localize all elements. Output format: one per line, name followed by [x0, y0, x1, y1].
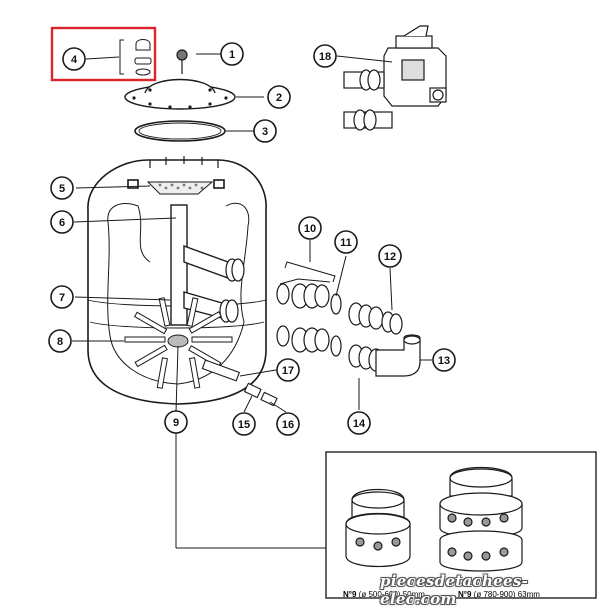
callout-label-2: 2	[276, 92, 282, 104]
callout-circle-16	[276, 412, 300, 436]
callout-circle-12	[378, 244, 402, 268]
callout-label-11: 11	[340, 237, 352, 249]
callout-circle-8	[48, 329, 72, 353]
callout-2: 2	[267, 85, 291, 109]
callout-circle-5	[50, 176, 74, 200]
callout-label-1: 1	[229, 49, 235, 61]
lid-gasket	[134, 120, 226, 142]
callout-3: 3	[253, 119, 277, 143]
callout-8: 8	[48, 329, 72, 353]
callout-6: 6	[50, 210, 74, 234]
callout-circle-17	[276, 358, 300, 382]
callout-15: 15	[232, 412, 256, 436]
bracket-10	[284, 261, 336, 283]
callout-11: 11	[334, 230, 358, 254]
spare-part-4-bits	[119, 39, 152, 76]
callout-7: 7	[50, 285, 74, 309]
inner-pipe-assembly	[170, 204, 245, 326]
callout-label-10: 10	[304, 223, 316, 235]
callout-17: 17	[276, 358, 300, 382]
callout-9: 9	[164, 410, 188, 434]
leader-lines	[72, 53, 432, 549]
callout-4: 4	[62, 47, 86, 71]
callout-label-4: 4	[71, 54, 78, 66]
caption-large-detail: (ø 780-900) 63mm	[473, 590, 540, 599]
callout-10: 10	[298, 216, 322, 240]
filter-tank	[87, 156, 267, 405]
callout-circle-2	[267, 85, 291, 109]
caption-large-num: N°9	[458, 590, 472, 599]
caption-small-detail: (ø 500-600) 50mm	[358, 590, 425, 599]
callout-circle-9	[164, 410, 188, 434]
callout-label-5: 5	[59, 183, 65, 195]
callout-14: 14	[347, 411, 371, 435]
callout-5: 5	[50, 176, 74, 200]
callout-circle-18	[313, 44, 337, 68]
collector-small-drawing	[345, 489, 411, 568]
collector-large-drawing	[439, 466, 523, 572]
air-release-knob	[176, 49, 188, 74]
callout-label-8: 8	[57, 336, 63, 348]
highlight-box	[50, 26, 157, 82]
caption-large: N°9 (ø 780-900) 63mm	[458, 590, 540, 599]
filter-lid	[124, 78, 236, 110]
callout-label-12: 12	[384, 251, 396, 263]
callout-label-16: 16	[282, 419, 294, 431]
callout-circle-11	[334, 230, 358, 254]
lateral-collector	[124, 297, 233, 389]
callout-label-15: 15	[238, 419, 250, 431]
callout-circle-14	[347, 411, 371, 435]
callout-16: 16	[276, 412, 300, 436]
diffuser	[146, 181, 214, 195]
callout-13: 13	[432, 348, 456, 372]
callout-18: 18	[313, 44, 337, 68]
callout-circle-15	[232, 412, 256, 436]
callout-label-14: 14	[353, 418, 366, 430]
callout-label-13: 13	[438, 355, 450, 367]
caption-small: N°9 (ø 500-600) 50mm	[343, 590, 425, 599]
callout-circle-1	[220, 42, 244, 66]
callout-1: 1	[220, 42, 244, 66]
caption-small-num: N°9	[343, 590, 357, 599]
callout-label-3: 3	[262, 126, 268, 138]
callout-circle-3	[253, 119, 277, 143]
callout-12: 12	[378, 244, 402, 268]
callout-circle-13	[432, 348, 456, 372]
callout-label-9: 9	[173, 417, 179, 429]
union-fittings	[276, 283, 421, 377]
callout-label-6: 6	[59, 217, 65, 229]
callout-circle-7	[50, 285, 74, 309]
callout-circle-4	[62, 47, 86, 71]
multiport-valve	[343, 25, 447, 131]
callout-circle-6	[50, 210, 74, 234]
callout-label-7: 7	[59, 292, 65, 304]
drain-assembly	[201, 359, 278, 407]
watermark: piecesdetachees-elec.com	[380, 572, 529, 608]
callout-label-17: 17	[282, 365, 294, 377]
callout-label-18: 18	[319, 51, 331, 63]
callout-circle-10	[298, 216, 322, 240]
